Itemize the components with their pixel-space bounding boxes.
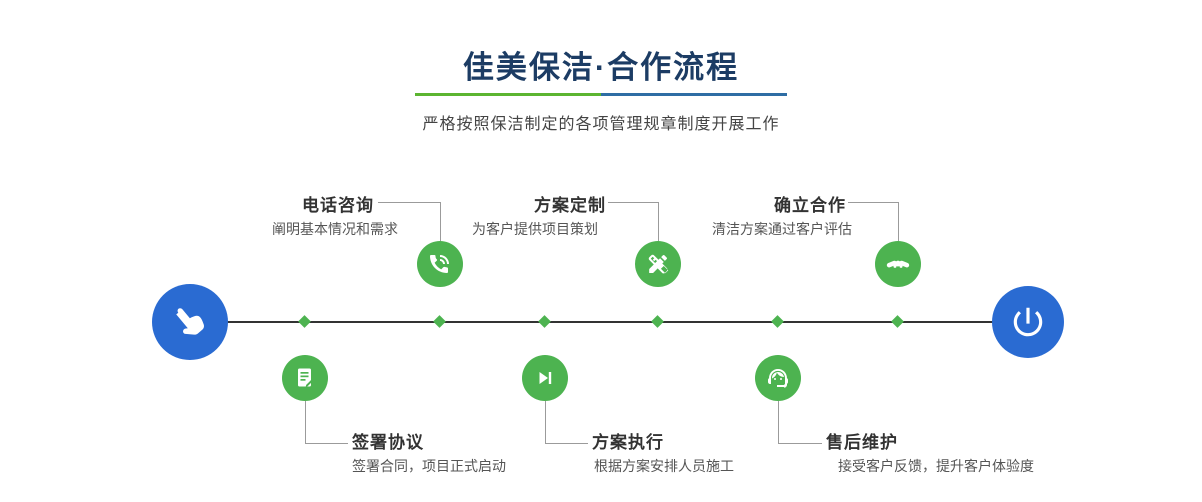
end-node	[992, 286, 1064, 358]
step-node-phone	[417, 241, 463, 287]
connector-line	[898, 202, 899, 241]
step-desc-aftersales: 接受客户反馈，提升客户体验度	[838, 458, 1034, 474]
step-title-phone-consult: 电话咨询	[302, 196, 374, 215]
step-node-design	[635, 241, 681, 287]
connector-line	[658, 202, 659, 241]
step-title-sign-agreement: 签署协议	[352, 433, 424, 452]
connector-line	[305, 443, 348, 444]
step-title-aftersales: 售后维护	[826, 433, 898, 452]
headset-support-icon	[768, 369, 788, 388]
connector-line	[848, 202, 898, 203]
step-desc-sign-agreement: 签署合同，项目正式启动	[352, 458, 506, 474]
step-desc-phone-consult: 阐明基本情况和需求	[272, 221, 398, 237]
step-title-plan-execute: 方案执行	[592, 433, 664, 452]
connector-line	[545, 401, 546, 443]
connector-line	[440, 202, 441, 241]
connector-line	[545, 443, 588, 444]
contract-document-icon	[298, 368, 314, 387]
page-subtitle: 严格按照保洁制定的各项管理规章制度开展工作	[422, 116, 780, 133]
title-underline	[415, 93, 787, 96]
timeline-diamond	[538, 315, 551, 328]
design-pencil-icon	[648, 254, 669, 274]
timeline-diamond	[298, 315, 311, 328]
step-node-handshake	[875, 241, 921, 287]
timeline-line	[190, 321, 1030, 323]
timeline-diamond	[891, 315, 904, 328]
step-node-execute	[522, 355, 568, 401]
connector-line	[608, 202, 658, 203]
power-icon	[1013, 307, 1043, 337]
timeline-diamond	[651, 315, 664, 328]
handshake-icon	[886, 260, 910, 268]
timeline-diamond	[771, 315, 784, 328]
pointing-hand-icon	[176, 308, 204, 335]
connector-line	[378, 202, 440, 203]
page-title: 佳美保洁·合作流程	[462, 50, 740, 85]
play-next-icon	[539, 372, 552, 384]
step-desc-confirm-cooperation: 清洁方案通过客户评估	[712, 221, 852, 237]
underline-green-segment	[415, 93, 601, 96]
step-desc-plan-execute: 根据方案安排人员施工	[594, 458, 734, 474]
step-title-confirm-cooperation: 确立合作	[774, 196, 846, 215]
underline-blue-segment	[601, 93, 787, 96]
step-title-plan-customize: 方案定制	[534, 196, 606, 215]
step-node-contract	[282, 355, 328, 401]
start-node	[152, 284, 228, 360]
timeline-diamond	[433, 315, 446, 328]
phone-icon	[430, 255, 449, 273]
step-node-aftersales	[755, 355, 801, 401]
connector-line	[778, 401, 779, 443]
step-desc-plan-customize: 为客户提供项目策划	[472, 221, 598, 237]
connector-line	[778, 443, 822, 444]
connector-line	[305, 401, 306, 443]
